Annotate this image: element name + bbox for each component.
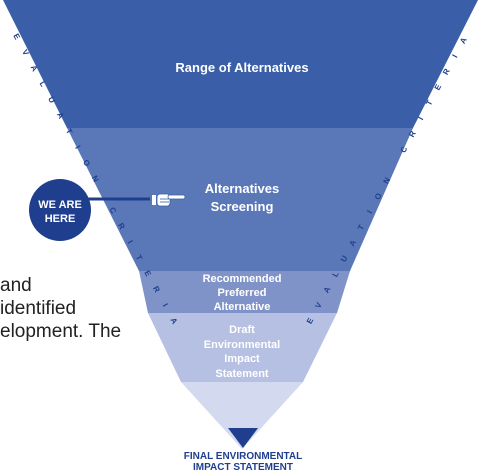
we-are-here-label-2: HERE xyxy=(45,213,76,225)
left-criteria-letter: I xyxy=(73,144,82,150)
stage-range-of-alternatives xyxy=(3,0,478,128)
stage-draft-eis xyxy=(148,313,337,382)
stage-label-screening-1: Alternatives xyxy=(205,181,279,196)
pointing-hand-icon xyxy=(152,193,186,207)
stage-label-recommended-2: Preferred xyxy=(218,287,267,299)
right-criteria-letter: R xyxy=(407,129,418,139)
right-criteria-letter: E xyxy=(433,82,444,92)
right-criteria-letter: I xyxy=(416,115,425,121)
right-criteria-letter: T xyxy=(356,223,366,232)
stage-recommended-preferred-alternative xyxy=(139,271,350,313)
stage-label-recommended-3: Alternative xyxy=(214,301,271,313)
we-are-here-label-1: WE ARE xyxy=(38,199,82,211)
down-arrow-icon xyxy=(228,428,258,448)
left-criteria-letter: O xyxy=(81,158,92,168)
right-criteria-letter: I xyxy=(451,53,460,59)
final-eis-label-2: IMPACT STATEMENT xyxy=(193,462,293,473)
right-criteria-letter: L xyxy=(330,270,340,279)
stage-label-range: Range of Alternatives xyxy=(175,60,308,75)
stage-alternatives-screening xyxy=(67,128,413,271)
left-criteria-letter: T xyxy=(64,127,74,136)
right-criteria-letter: R xyxy=(441,67,452,77)
right-criteria-letter: A xyxy=(322,285,333,295)
left-criteria-letter: L xyxy=(38,80,48,89)
stage-label-recommended-1: Recommended xyxy=(203,273,282,285)
right-criteria-letter: O xyxy=(373,192,384,202)
final-eis-label-1: FINAL ENVIRONMENTAL xyxy=(184,451,303,462)
stage-label-draft-3: Impact xyxy=(224,353,260,365)
left-criteria-letter: T xyxy=(134,253,144,262)
left-criteria-letter: A xyxy=(55,111,66,121)
left-criteria-letter: A xyxy=(29,64,40,74)
left-criteria-letter: C xyxy=(107,206,118,216)
right-criteria-letter: C xyxy=(399,145,410,155)
left-criteria-letter: I xyxy=(161,302,170,308)
left-criteria-letter: R xyxy=(151,285,162,295)
right-criteria-letter: A xyxy=(458,36,469,46)
right-criteria-letter: E xyxy=(305,316,316,326)
left-criteria-letter: I xyxy=(126,239,135,245)
right-criteria-letter: N xyxy=(381,176,392,186)
left-criteria-letter: V xyxy=(20,48,31,58)
stage-label-draft-1: Draft xyxy=(229,324,255,336)
we-are-here-marker xyxy=(29,179,91,241)
background-text-line-3: elopment. The xyxy=(0,321,122,342)
stage-label-draft-4: Statement xyxy=(215,368,269,380)
background-text-line-1: and xyxy=(0,275,32,296)
left-criteria-letter: A xyxy=(168,316,179,326)
stage-label-screening-2: Screening xyxy=(211,199,274,214)
right-criteria-letter: T xyxy=(424,98,434,107)
right-criteria-letter: V xyxy=(313,300,324,310)
stage-label-draft-2: Environmental xyxy=(204,339,280,351)
right-criteria-letter: U xyxy=(339,254,350,264)
left-criteria-letter: R xyxy=(116,221,127,231)
stage-funnel-tip xyxy=(181,382,303,449)
right-criteria-letter: A xyxy=(347,238,358,248)
right-criteria-letter: I xyxy=(365,209,374,215)
background-text-line-2: identified xyxy=(0,298,77,319)
left-criteria-letter: N xyxy=(90,174,101,184)
left-criteria-letter: E xyxy=(142,269,153,279)
left-criteria-letter: E xyxy=(11,32,22,42)
left-criteria-letter: U xyxy=(46,95,57,105)
